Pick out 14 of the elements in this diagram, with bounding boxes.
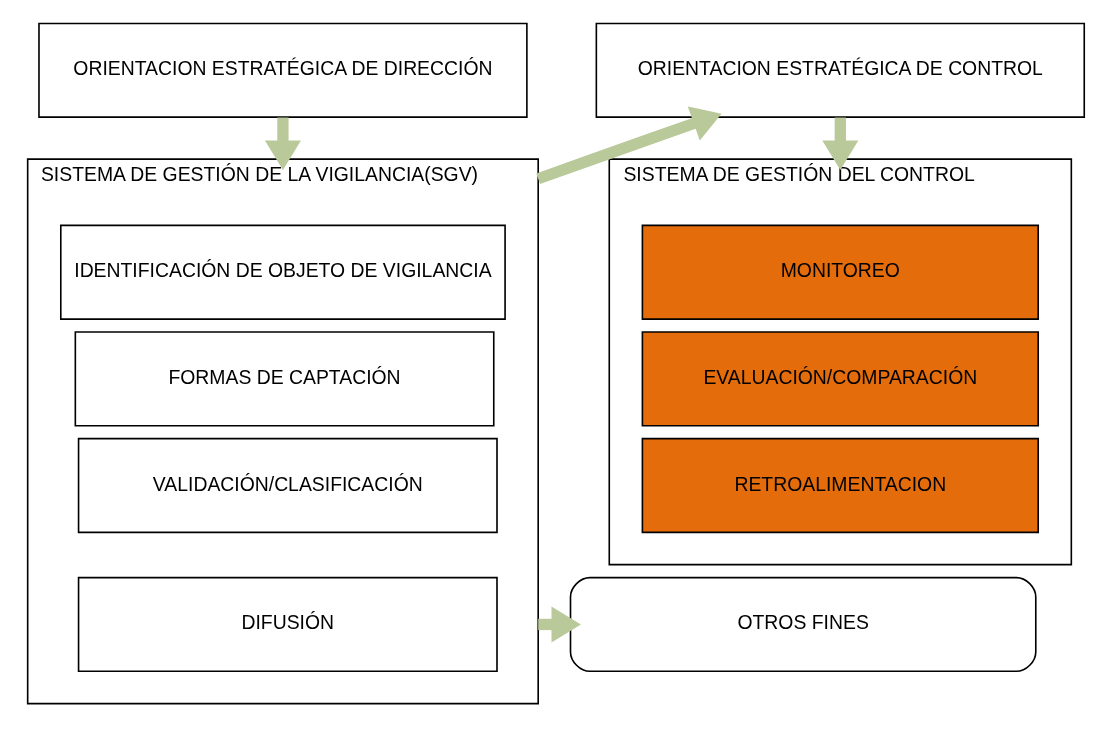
arrow (536, 106, 722, 185)
node-box: ORIENTACION ESTRATÉGICA DE CONTROL (595, 22, 1086, 118)
arrow (822, 117, 859, 170)
node-box: MONITOREO (641, 224, 1039, 320)
node-box: IDENTIFICACIÓN DE OBJETO DE VIGILANCIA (60, 224, 506, 320)
node-box: VALIDACIÓN/CLASIFICACIÓN (77, 437, 498, 534)
node-box: EVALUACIÓN/COMPARACIÓN (641, 331, 1039, 427)
node-box: DIFUSIÓN (77, 576, 498, 673)
node-box: RETROALIMENTACION (641, 437, 1039, 534)
node-box: OTROS FINES (569, 576, 1037, 673)
node-box: FORMAS DE CAPTACIÓN (74, 331, 495, 427)
arrow (538, 606, 581, 643)
node-box: ORIENTACION ESTRATÉGICA DE DIRECCIÓN (38, 22, 528, 118)
arrow (264, 117, 301, 170)
